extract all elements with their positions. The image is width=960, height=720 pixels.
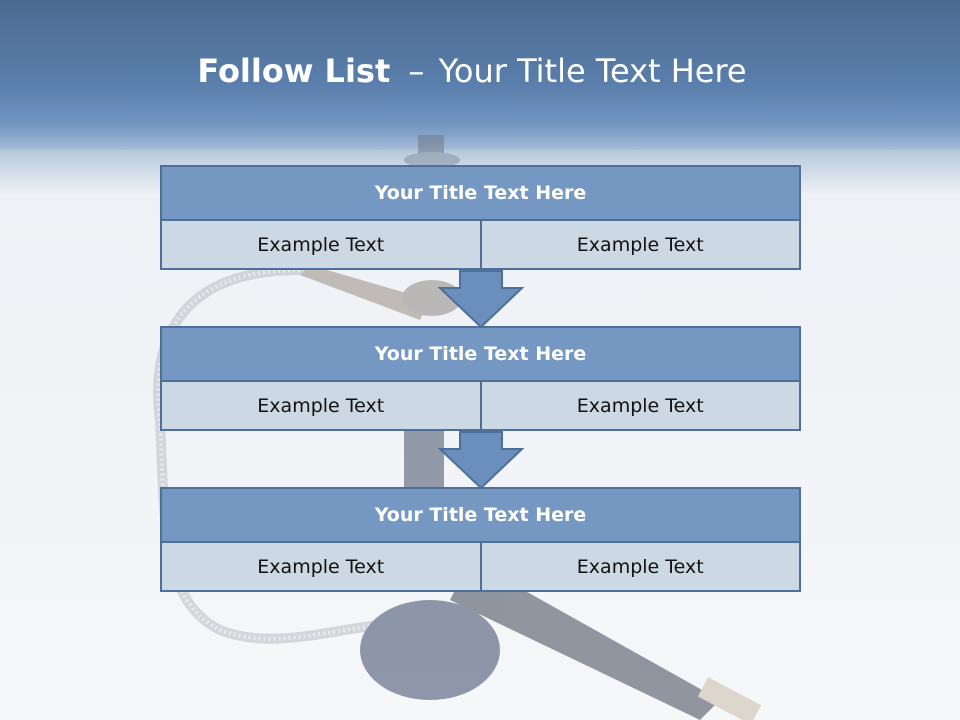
step-cell-right: Example Text bbox=[481, 221, 801, 270]
step-row: Example Text Example Text bbox=[160, 543, 801, 592]
header-band bbox=[0, 0, 960, 150]
step-cell-right: Example Text bbox=[481, 543, 801, 592]
step-cell-right: Example Text bbox=[481, 382, 801, 431]
title-rest: Your Title Text Here bbox=[438, 52, 747, 90]
step-cell-left: Example Text bbox=[160, 543, 482, 592]
slide-title: Follow List – Your Title Text Here bbox=[0, 52, 944, 90]
step-block-3: Your Title Text Here Example Text Exampl… bbox=[160, 487, 801, 592]
down-arrow-icon bbox=[438, 431, 524, 489]
step-block-2: Your Title Text Here Example Text Exampl… bbox=[160, 326, 801, 431]
step-title: Your Title Text Here bbox=[160, 165, 801, 221]
step-row: Example Text Example Text bbox=[160, 382, 801, 431]
step-block-1: Your Title Text Here Example Text Exampl… bbox=[160, 165, 801, 270]
step-title: Your Title Text Here bbox=[160, 487, 801, 543]
title-separator: – bbox=[408, 52, 425, 90]
down-arrow-icon bbox=[438, 270, 524, 328]
step-row: Example Text Example Text bbox=[160, 221, 801, 270]
title-bold: Follow List bbox=[197, 52, 391, 90]
step-cell-left: Example Text bbox=[160, 221, 482, 270]
step-cell-left: Example Text bbox=[160, 382, 482, 431]
step-title: Your Title Text Here bbox=[160, 326, 801, 382]
